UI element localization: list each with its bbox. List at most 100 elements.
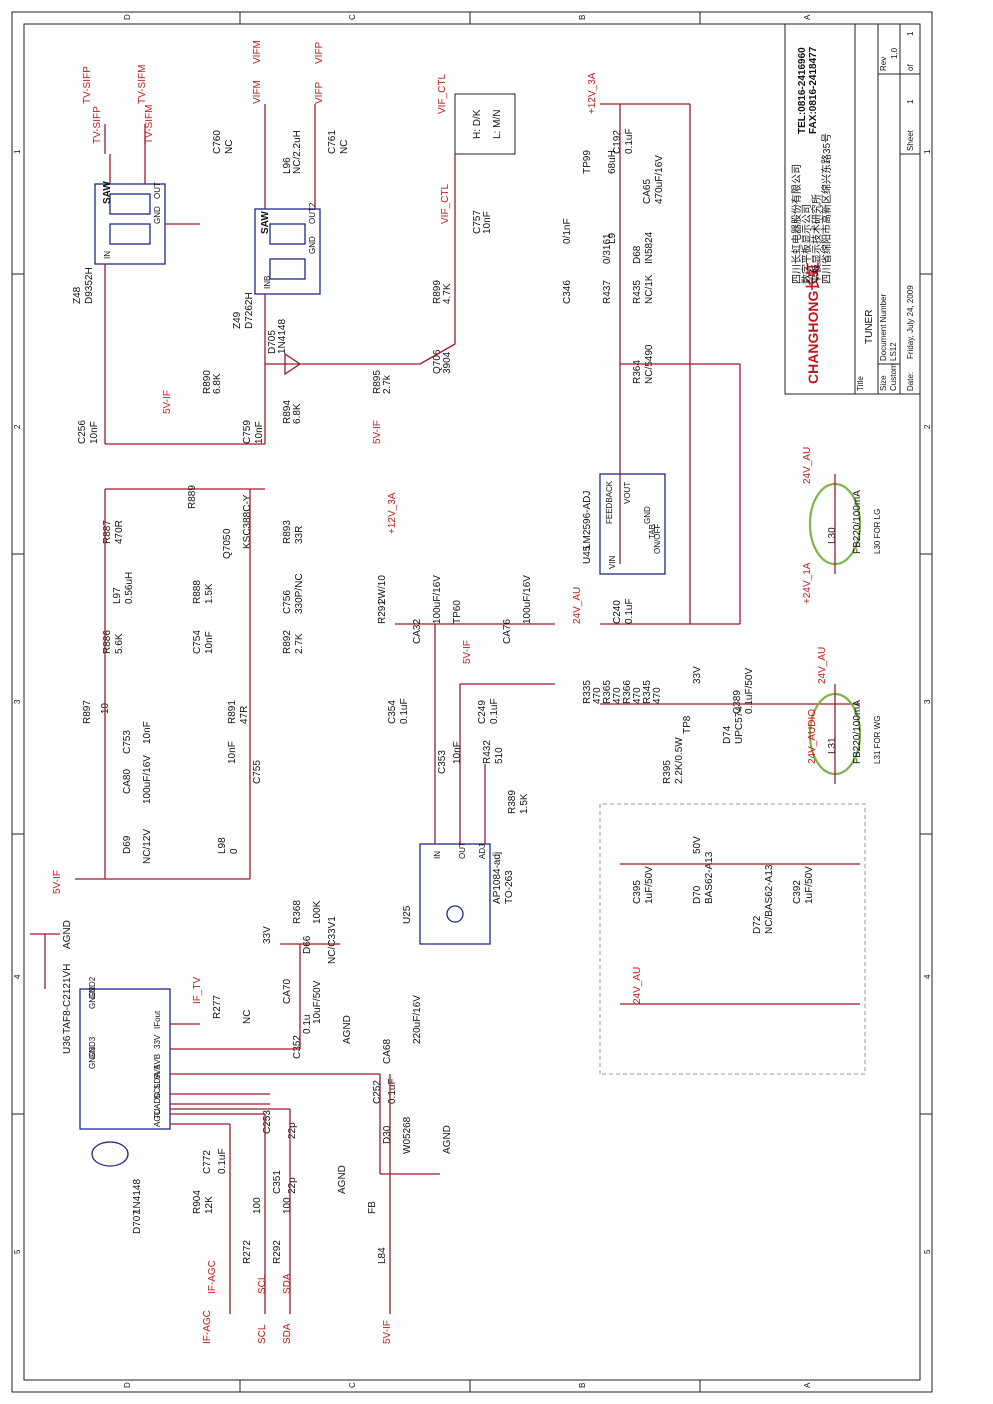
signal-agnd-4: AGND <box>337 1165 348 1194</box>
note-dk: H: D/K <box>472 109 483 139</box>
c756-ref: C756 <box>282 590 293 614</box>
u36-ref: U36 <box>62 1035 73 1054</box>
signal-5v-if-a: 5V-IF <box>372 420 383 444</box>
c346-value: 0/1nF <box>562 218 573 244</box>
q706-ref: Q706 <box>432 349 443 374</box>
c759-ref: C759 <box>242 420 253 444</box>
r292-value: 100 <box>282 1197 293 1214</box>
r389-ref: R389 <box>507 790 518 814</box>
signal-if-agc-2: IF-AGC <box>207 1260 218 1294</box>
signal-5v-if-b: 5V-IF <box>162 390 173 414</box>
signal-5v-if-c: 5V-IF <box>52 870 63 894</box>
ca68-value: 220uF/16V <box>412 995 423 1044</box>
r277-ref: R277 <box>212 995 223 1019</box>
doc-number-label: Document Number <box>879 294 888 361</box>
c760-ref: C760 <box>212 130 223 154</box>
c253-value: 22p <box>287 1122 298 1139</box>
r887-value: 470R <box>114 520 125 544</box>
c392-ref: C392 <box>792 880 803 904</box>
border-col-2-bottom: 2 <box>923 424 932 429</box>
signal-scl-2: SCL <box>257 1274 268 1294</box>
d30-ref: D30 <box>382 1125 393 1144</box>
size-value: Custom <box>889 363 898 391</box>
q706-value: 3904 <box>442 351 453 374</box>
r886-value: 5.6K <box>114 633 125 654</box>
l84-value: FB <box>367 1201 378 1214</box>
r272-value: 100 <box>252 1197 263 1214</box>
r345-ref: R345 <box>642 680 653 704</box>
d705-ref: D705 <box>267 330 278 354</box>
r277-value: NC <box>242 1010 253 1024</box>
company-tel: TEL:0816-2416960 <box>797 47 808 134</box>
svg-text:GND: GND <box>643 506 652 524</box>
of-label: of <box>906 64 915 71</box>
d69-ref: D69 <box>122 835 133 854</box>
svg-text:GND2: GND2 <box>88 976 97 999</box>
d70-value: BAS62-A13 <box>704 851 715 904</box>
l9-ref: L9 <box>607 232 618 244</box>
size-label: Size <box>879 375 888 391</box>
u25-package: TO-263 <box>504 870 515 904</box>
c353-ref: C353 <box>437 750 448 774</box>
svg-text:OUT2: OUT2 <box>308 202 317 224</box>
signal-tv-sifp-2: TV-SIFP <box>82 66 93 104</box>
l30-ref: L30 <box>827 527 838 544</box>
l97-ref: L97 <box>112 587 123 604</box>
svg-text:D7262H: D7262H <box>244 292 255 329</box>
d705-value: 1N4148 <box>277 319 288 354</box>
u25-ref: U25 <box>402 905 413 924</box>
tp8: TP8 <box>682 715 693 734</box>
svg-text:OUT: OUT <box>153 182 162 199</box>
svg-text:5VB: 5VB <box>153 1054 162 1069</box>
tp60: TP60 <box>452 600 463 624</box>
c253-ref: C253 <box>262 1110 273 1134</box>
ca70-ref: CA70 <box>282 979 293 1004</box>
ca32-ref: CA32 <box>412 619 423 644</box>
c354-value: 0.1uF <box>399 698 410 724</box>
c392-value: 1uF/50V <box>804 866 815 904</box>
border-col-3-bottom: 3 <box>923 699 932 704</box>
svg-text:SAW: SAW <box>260 211 271 234</box>
note-l30: L30 FOR LG <box>873 509 882 554</box>
border-row-a-right: A <box>803 14 812 20</box>
outer-border <box>11 11 933 1393</box>
r899-value: 4.7K <box>442 283 453 304</box>
signal-24v-audio: 24V_AUDIO <box>807 709 818 764</box>
signal-agnd-3: AGND <box>442 1125 453 1154</box>
r892-value: 2.7K <box>294 633 305 654</box>
svg-text:GND: GND <box>308 236 317 254</box>
q705-ref: Q705 <box>222 534 233 559</box>
svg-text:SDA: SDA <box>153 1072 162 1089</box>
d74-value: UPC574 <box>734 706 745 744</box>
border-row-c-right: C <box>348 14 357 20</box>
c240-ref: C240 <box>612 600 623 624</box>
signal-tv-sifm-2: TV-SIFM <box>137 65 148 104</box>
r291-ref: R291 <box>377 600 388 624</box>
border-col-2-top: 2 <box>13 424 22 429</box>
ca80-value: 100uF/16V <box>142 755 153 804</box>
svg-text:ON/OFF: ON/OFF <box>653 524 662 554</box>
signal-24v-au-c: 24V_AU <box>802 447 813 484</box>
doc-number-value: LS12 <box>889 342 898 361</box>
r890-value: 6.8K <box>212 373 223 394</box>
signal-vifp: VIFP <box>314 81 325 104</box>
d70-ref: D70 <box>692 885 703 904</box>
svg-text:IN: IN <box>103 251 112 259</box>
svg-text:INB: INB <box>263 276 272 289</box>
l84-ref: L84 <box>377 1247 388 1264</box>
title-label: Title <box>856 376 865 391</box>
signal-vif-ctl-2: VIF_CTL <box>440 184 451 224</box>
changhong-logo: CHANGHONG长虹 <box>805 263 821 384</box>
c753-ref: C753 <box>122 730 133 754</box>
c389-ref: C389 <box>732 690 743 714</box>
u45-value: LM2596-ADJ <box>582 491 593 549</box>
svg-text:GND: GND <box>153 206 162 224</box>
r432-ref: R432 <box>482 740 493 764</box>
c256-ref: C256 <box>77 420 88 444</box>
c351-value: 22p <box>287 1177 298 1194</box>
r895-value: 2.7k <box>382 374 393 394</box>
signal-vifm-2: VIFM <box>252 40 263 64</box>
border-col-4-top: 4 <box>13 974 22 979</box>
signal-12v-3a-b: +12V_3A <box>587 72 598 114</box>
